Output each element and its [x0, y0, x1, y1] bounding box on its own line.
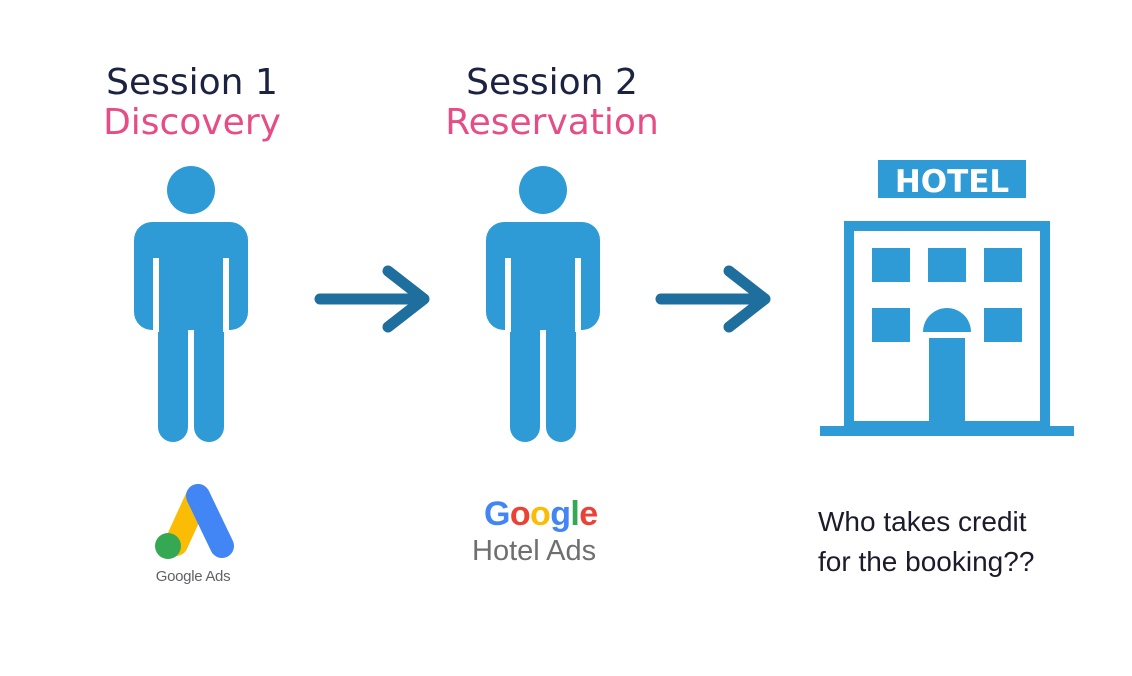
- google-letter: G: [484, 495, 510, 533]
- google-hotel-ads-logo: Google Hotel Ads: [468, 494, 628, 568]
- google-ads-logo: [155, 484, 234, 559]
- google-wordmark: Google: [468, 494, 628, 534]
- google-letter: l: [570, 495, 580, 533]
- google-letter: e: [579, 495, 598, 533]
- hotel-ads-label: Hotel Ads: [472, 535, 597, 567]
- hotel-sign: [878, 160, 1026, 198]
- session-2-title: Session 2 Reservation: [432, 63, 672, 143]
- session-1-stage: Discovery: [103, 102, 281, 143]
- person-icon: [486, 166, 600, 442]
- google-ads-label: Google Ads: [155, 568, 231, 585]
- google-letter: o: [530, 495, 551, 533]
- session-1-title: Session 1 Discovery: [72, 63, 312, 143]
- google-letter: g: [550, 495, 571, 533]
- hotel-building-icon: HOTEL: [820, 160, 1074, 436]
- session-1-number: Session 1: [106, 62, 278, 103]
- hotel-sign-text: HOTEL: [895, 164, 1009, 200]
- session-2-number: Session 2: [466, 62, 638, 103]
- arrow-right-icon: [655, 265, 771, 333]
- session-2-stage: Reservation: [445, 102, 659, 143]
- google-letter: o: [509, 495, 531, 533]
- question-line-2: for the booking??: [818, 546, 1035, 577]
- person-icon: [134, 166, 248, 442]
- attribution-question: Who takes credit for the booking??: [818, 502, 1118, 582]
- arrow-right-icon: [314, 265, 430, 333]
- question-line-1: Who takes credit: [818, 506, 1027, 537]
